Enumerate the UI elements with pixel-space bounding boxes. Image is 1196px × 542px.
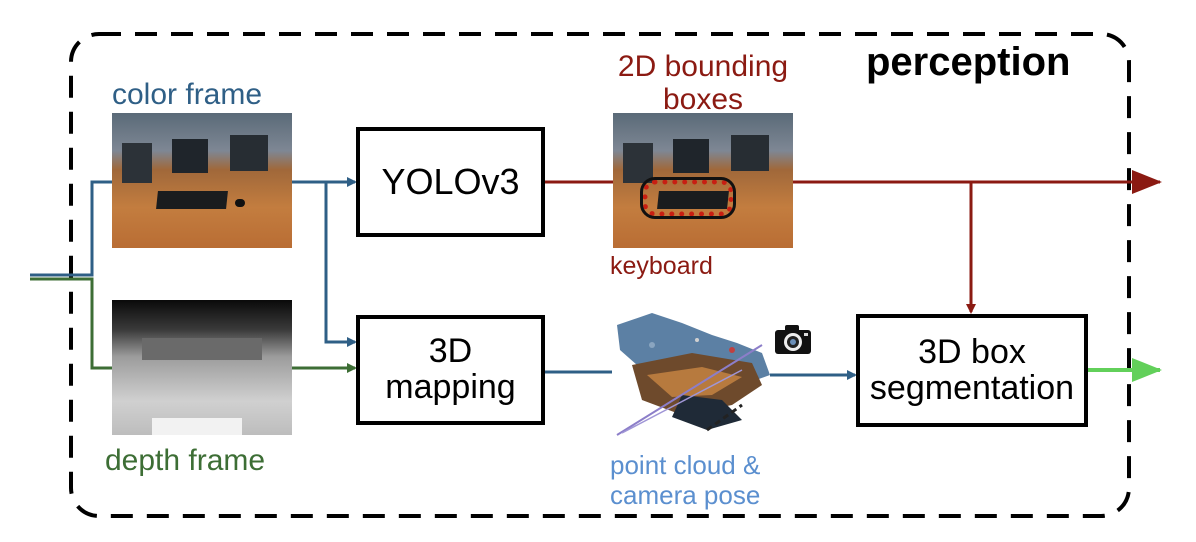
point-cloud-graphic [616, 313, 770, 436]
point-cloud-label-line1: point cloud & [610, 450, 761, 480]
segmentation-label-line1: 3D box [918, 332, 1026, 371]
yolo-label: YOLOv3 [381, 161, 520, 203]
bbox-image [613, 113, 793, 248]
mapping-label-line2: mapping [385, 368, 516, 406]
detected-class-label: keyboard [610, 252, 713, 280]
color-frame-image [112, 113, 292, 248]
color-to-mapping-arrow [324, 182, 357, 347]
depth-frame-image [112, 300, 292, 435]
mapping-block: 3D mapping [356, 315, 545, 425]
point-cloud-label-line2: camera pose [610, 479, 761, 510]
perception-title: perception [866, 40, 1071, 84]
bbox-label: 2D bounding boxes [598, 50, 808, 116]
segmentation-block: 3D box segmentation [856, 314, 1088, 427]
yolo-block: YOLOv3 [356, 127, 545, 237]
color-frame-label: color frame [112, 78, 263, 111]
depth-frame-label: depth frame [105, 444, 266, 477]
input-line-color [30, 180, 112, 277]
segmentation-label-line2: segmentation [869, 368, 1075, 407]
bbox-label-line2: boxes [662, 83, 744, 116]
keyboard-bounding-box [640, 177, 736, 219]
mapping-label-line1: 3D [428, 332, 473, 371]
bbox-label-line1: 2D bounding [617, 50, 789, 83]
point-cloud-label: point cloud & camera pose [610, 450, 761, 511]
input-line-depth [30, 277, 112, 370]
camera-icon [775, 325, 811, 354]
point-cloud-image [612, 305, 772, 445]
